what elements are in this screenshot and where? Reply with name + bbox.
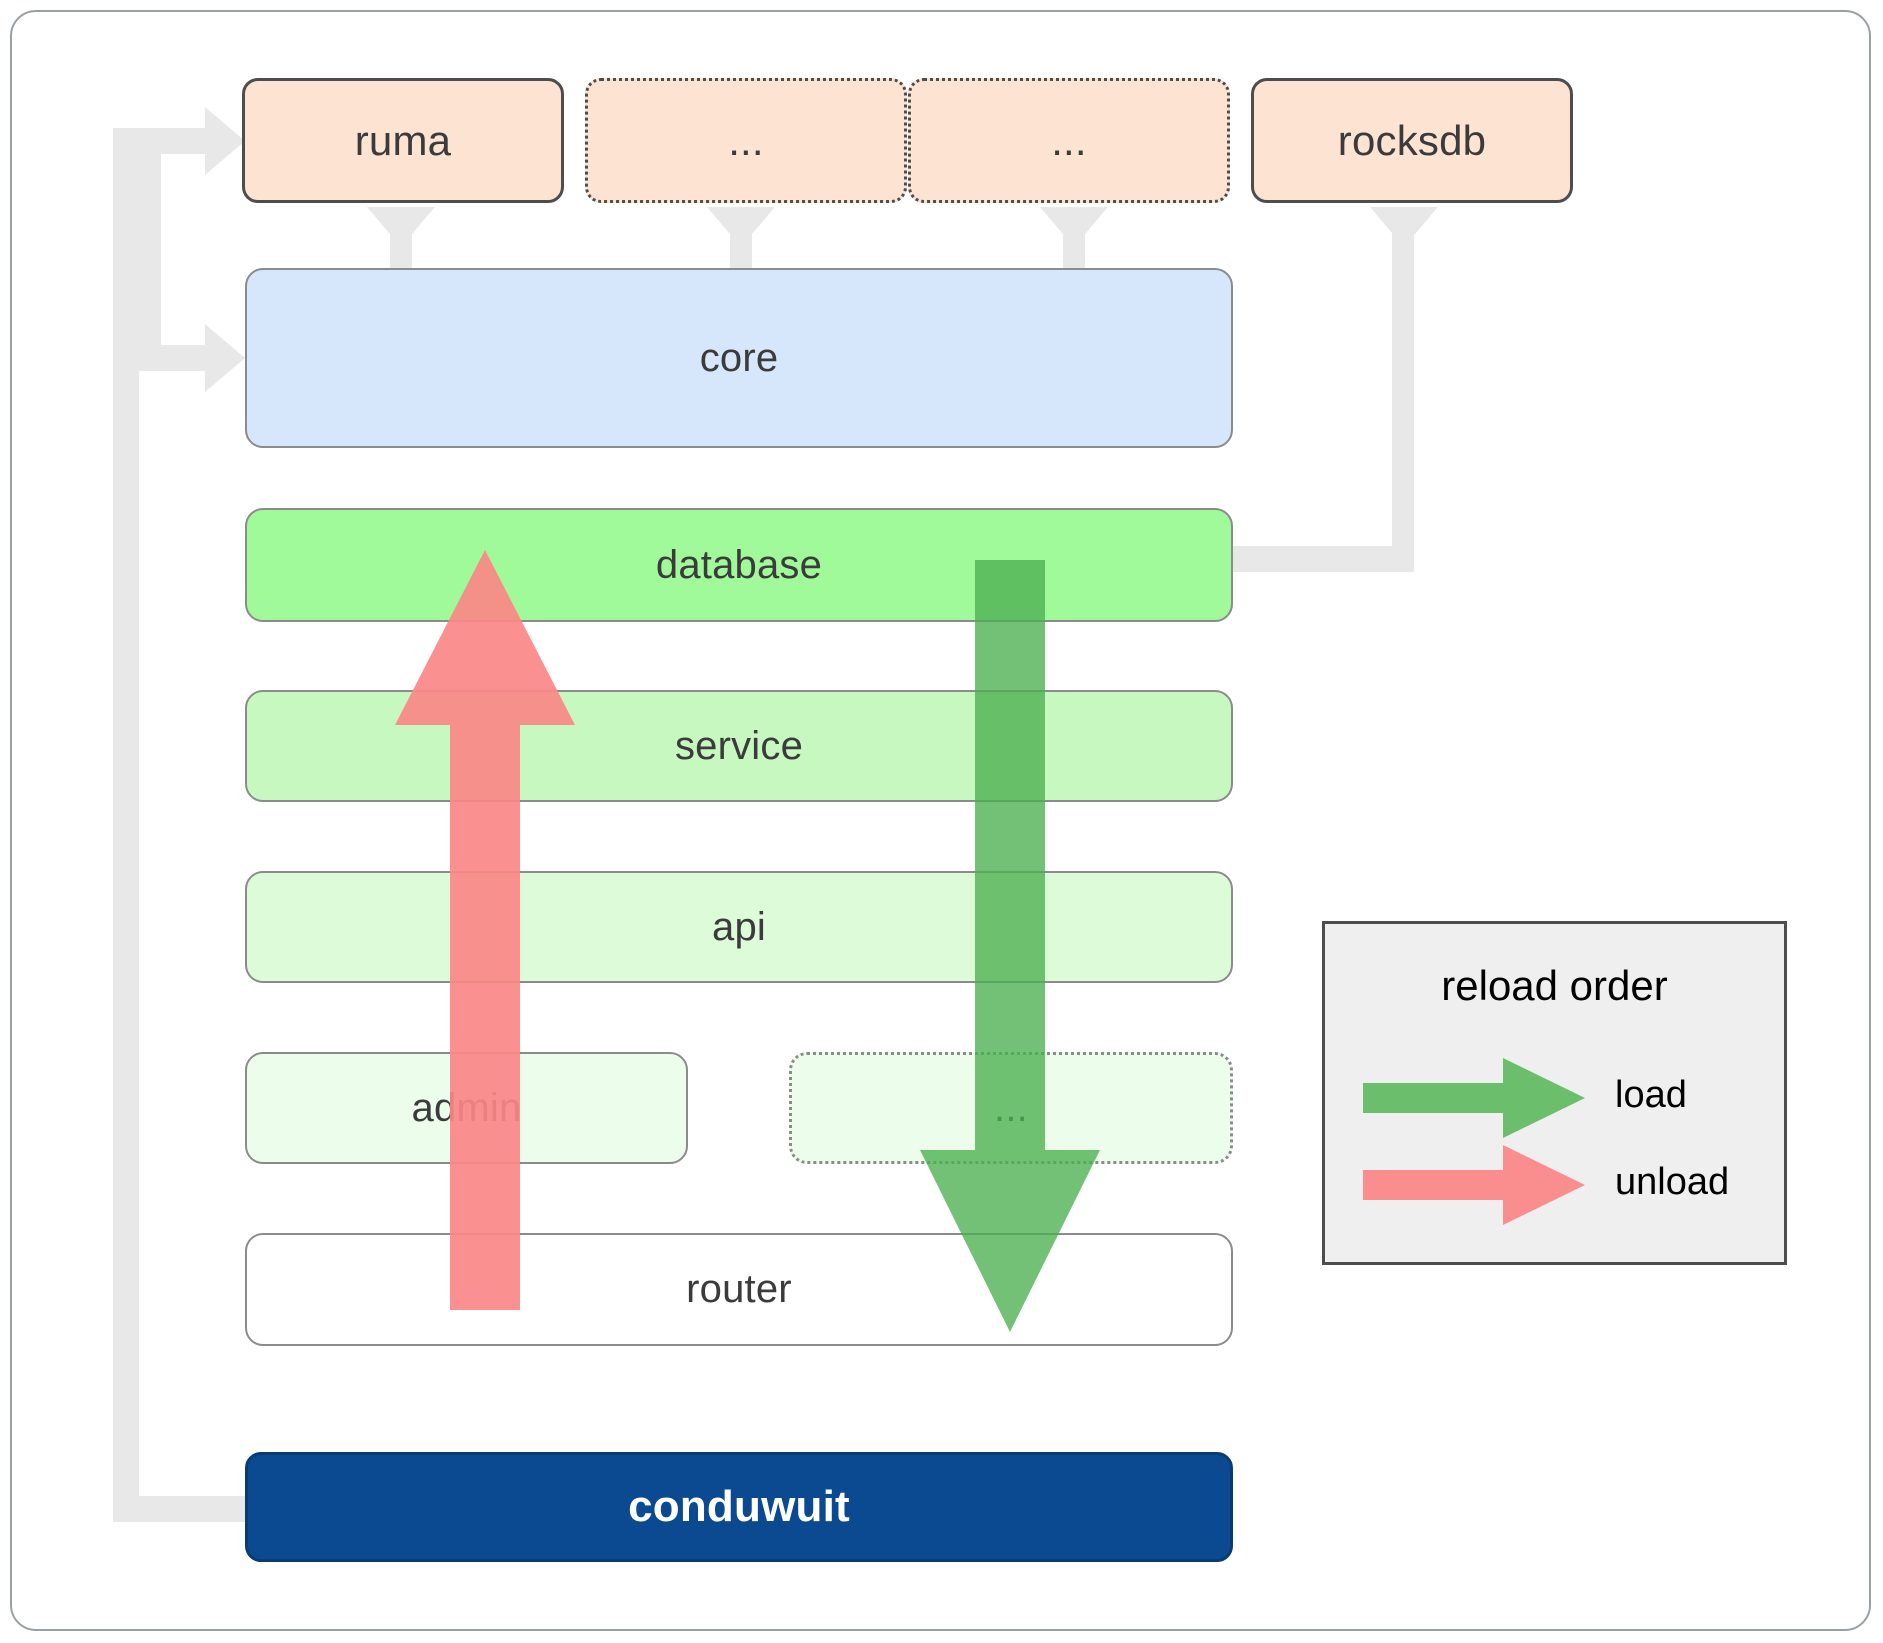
connector-trunk-vertical — [113, 128, 139, 1514]
connector-to-ruma-arrow — [205, 107, 245, 175]
dependency-label: ... — [1051, 116, 1087, 164]
layer-label: database — [655, 542, 823, 587]
dependency-box-ruma[interactable]: ruma — [242, 78, 564, 203]
layer-box-core[interactable]: core — [245, 268, 1233, 448]
dependency-label: ... — [728, 116, 764, 164]
dependency-box-rocksdb[interactable]: rocksdb — [1251, 78, 1573, 203]
layer-label: service — [674, 723, 804, 768]
legend-load-arrow — [1363, 1058, 1585, 1138]
connector-core-to-dots2-arrowhead — [1040, 207, 1108, 247]
connector-core-to-ruma-arrowhead — [367, 207, 435, 247]
load-arrow — [920, 560, 1100, 1332]
layer-label: router — [686, 1267, 792, 1311]
legend-title: reload order — [1441, 962, 1668, 1009]
dependency-box-dots-1[interactable]: ... — [585, 78, 907, 203]
legend-load-label: load — [1615, 1074, 1687, 1116]
legend-unload-arrow — [1363, 1145, 1585, 1225]
layer-box-api[interactable]: api — [245, 871, 1233, 983]
root-box-conduwuit[interactable]: conduwuit — [245, 1452, 1233, 1562]
dependency-box-dots-2[interactable]: ... — [908, 78, 1230, 203]
connector-to-core-horizontal — [139, 345, 211, 371]
connector-db-to-rocksdb-arrowhead — [1370, 207, 1438, 247]
layer-label: api — [712, 904, 766, 949]
connector-db-to-rocksdb-horizontal — [1228, 546, 1414, 572]
connector-branch-vertical — [139, 128, 161, 358]
connector-to-ruma-horizontal — [113, 128, 211, 154]
dependency-label: rocksdb — [1337, 116, 1487, 164]
legend-unload-label: unload — [1615, 1161, 1730, 1203]
connector-root-horizontal — [113, 1496, 248, 1522]
connector-core-to-dots1-arrowhead — [707, 207, 775, 247]
dependency-label: ruma — [354, 116, 452, 164]
layer-label: core — [699, 335, 779, 380]
connector-to-core-arrow — [205, 324, 245, 392]
root-label: conduwuit — [628, 1482, 850, 1531]
legend-panel: reload order load unload — [1322, 921, 1787, 1265]
unload-arrow — [395, 550, 575, 1310]
connector-db-to-rocksdb-vertical — [1392, 231, 1414, 561]
